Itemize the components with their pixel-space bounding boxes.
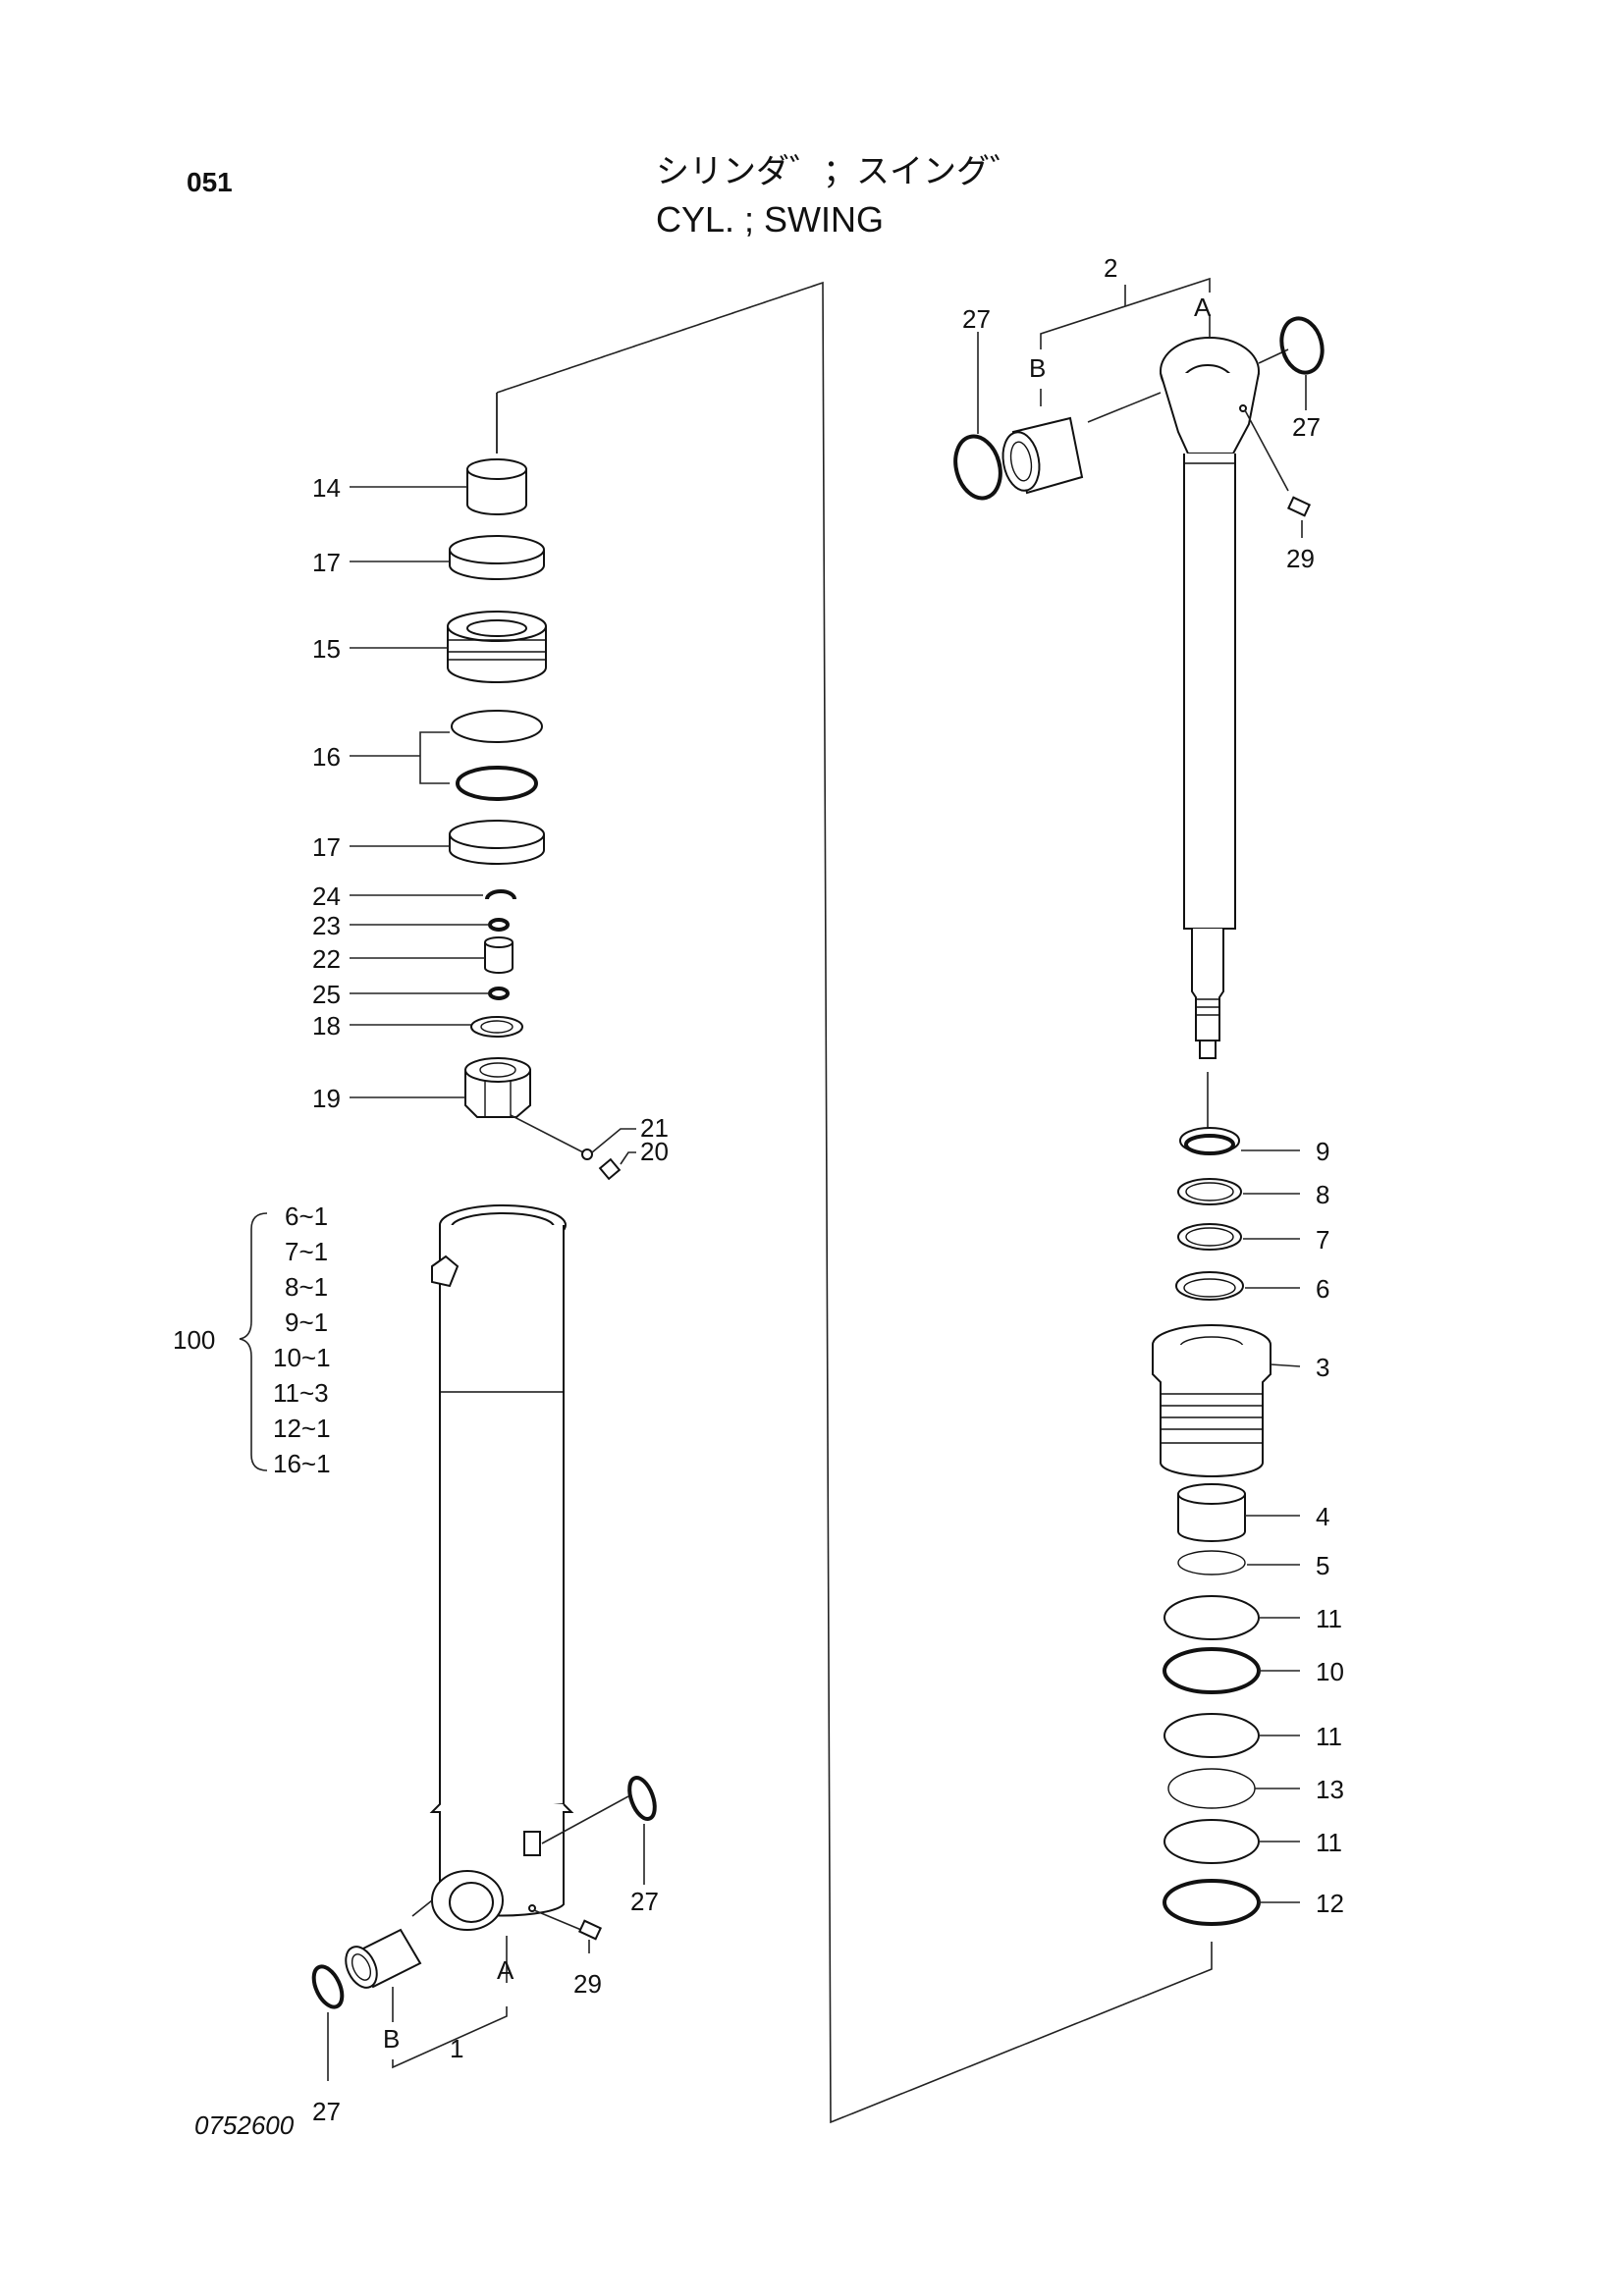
callout-10: 10	[1316, 1657, 1344, 1686]
part-10-o-ring	[1163, 1647, 1300, 1694]
callout-1: 1	[450, 2034, 463, 2063]
callout-27-right-left: 27	[962, 304, 991, 334]
part-2-piston-rod	[1087, 314, 1289, 1059]
part-27-o-ring-right-left	[953, 332, 1002, 501]
part-27-o-ring-right-right	[1279, 316, 1325, 410]
part-1-cylinder-tube	[411, 1204, 629, 1983]
part-9-dust-seal	[1179, 1127, 1300, 1155]
callout-29-right: 29	[1286, 544, 1315, 573]
callout-2: 2	[1104, 253, 1117, 283]
part-17-wear-ring-upper	[350, 535, 545, 580]
callout-24: 24	[312, 881, 341, 911]
bracket-2	[1040, 277, 1211, 349]
part-B-bushing-left	[345, 1928, 422, 2022]
callout-5: 5	[1316, 1551, 1329, 1580]
callout-11-first: 11	[1316, 1604, 1342, 1633]
part-24-snap-ring	[350, 889, 516, 900]
kit-item: 12~1	[273, 1414, 331, 1443]
part-11-backup-ring-3	[1163, 1819, 1300, 1864]
callout-A-right: A	[1194, 293, 1212, 322]
assembly-guide-lines	[496, 281, 1213, 2124]
callout-18: 18	[312, 1011, 341, 1041]
kit-item: 8~1	[285, 1272, 328, 1302]
part-6-buffer-ring	[1175, 1271, 1300, 1301]
part-7-seal	[1177, 1223, 1300, 1251]
part-13-ring	[1167, 1768, 1300, 1809]
callout-22: 22	[312, 944, 341, 974]
kit-100-list: 100 6~1 7~1 8~1 9~1 10~1 11~3 12~1 16~1	[173, 1201, 331, 1478]
callout-17-lower: 17	[312, 832, 341, 862]
callout-12: 12	[1316, 1889, 1344, 1918]
callout-11-second: 11	[1316, 1722, 1342, 1751]
callout-6: 6	[1316, 1274, 1329, 1304]
callout-labels: 14 17 15 16 17 24 23 22 25 18 19 21 20 2…	[312, 253, 1344, 2126]
callout-4: 4	[1316, 1502, 1329, 1531]
callout-20: 20	[640, 1137, 669, 1166]
kit-100-brace	[239, 1212, 268, 1471]
callout-3: 3	[1316, 1353, 1329, 1382]
page-number: 051	[187, 167, 233, 197]
part-29-grease-fitting-left	[577, 1919, 603, 1953]
part-22-plunger	[350, 936, 514, 974]
callout-19: 19	[312, 1084, 341, 1113]
callout-21: 21	[640, 1113, 669, 1143]
part-23-o-ring	[350, 918, 510, 932]
callout-17-upper: 17	[312, 548, 341, 577]
part-29-grease-fitting-right	[1286, 496, 1312, 538]
part-17-wear-ring-lower	[350, 820, 545, 865]
part-4-bushing	[1177, 1483, 1300, 1542]
kit-item: 10~1	[273, 1343, 331, 1372]
kit-item: 9~1	[285, 1308, 328, 1337]
callout-27-left-bottom: 27	[312, 2097, 341, 2126]
title-english: CYL. ; SWING	[656, 199, 885, 240]
kit-item: 16~1	[273, 1449, 331, 1478]
callout-7: 7	[1316, 1225, 1329, 1255]
callout-11-third: 11	[1316, 1828, 1342, 1857]
kit-item: 6~1	[285, 1201, 328, 1231]
callout-9: 9	[1316, 1137, 1329, 1166]
part-27-o-ring-left-mid	[627, 1775, 657, 1885]
part-16-seal-set	[350, 710, 543, 801]
callout-14: 14	[312, 473, 341, 503]
callout-29-left: 29	[573, 1969, 602, 1999]
title-japanese: シリンダ゛；スイング゛	[656, 152, 1023, 191]
part-5-snap-ring	[1177, 1550, 1300, 1575]
callout-25: 25	[312, 980, 341, 1009]
callout-27-right-right: 27	[1292, 412, 1321, 442]
drawing-number: 0752600	[194, 2110, 295, 2140]
part-15-piston	[350, 611, 547, 683]
part-20-set-screw	[598, 1151, 636, 1181]
callout-16: 16	[312, 742, 341, 772]
kit-item: 7~1	[285, 1237, 328, 1266]
callout-A-left: A	[497, 1955, 514, 1985]
part-B-bushing-right	[1001, 389, 1084, 495]
kit-item: 11~3	[273, 1378, 329, 1408]
part-19-nut	[350, 1057, 584, 1153]
part-11-backup-ring-2	[1163, 1713, 1300, 1758]
callout-27-left-mid: 27	[630, 1887, 659, 1916]
callout-B-left: B	[383, 2024, 400, 2054]
part-12-o-ring	[1163, 1879, 1300, 1926]
callout-13: 13	[1316, 1775, 1344, 1804]
bracket-1	[392, 2006, 508, 2069]
callout-23: 23	[312, 911, 341, 940]
kit-number: 100	[173, 1325, 215, 1355]
part-14-bushing	[350, 458, 527, 515]
part-3-rod-cover	[1152, 1324, 1301, 1477]
part-27-o-ring-left-bottom	[311, 1964, 345, 2081]
callout-B-right: B	[1029, 353, 1046, 383]
part-8-seal	[1177, 1178, 1300, 1205]
part-21-ball	[581, 1128, 636, 1160]
part-25-o-ring	[350, 987, 510, 1000]
part-11-backup-ring-1	[1163, 1595, 1300, 1640]
callout-15: 15	[312, 634, 341, 664]
part-18-washer	[350, 1016, 523, 1038]
callout-8: 8	[1316, 1180, 1329, 1209]
